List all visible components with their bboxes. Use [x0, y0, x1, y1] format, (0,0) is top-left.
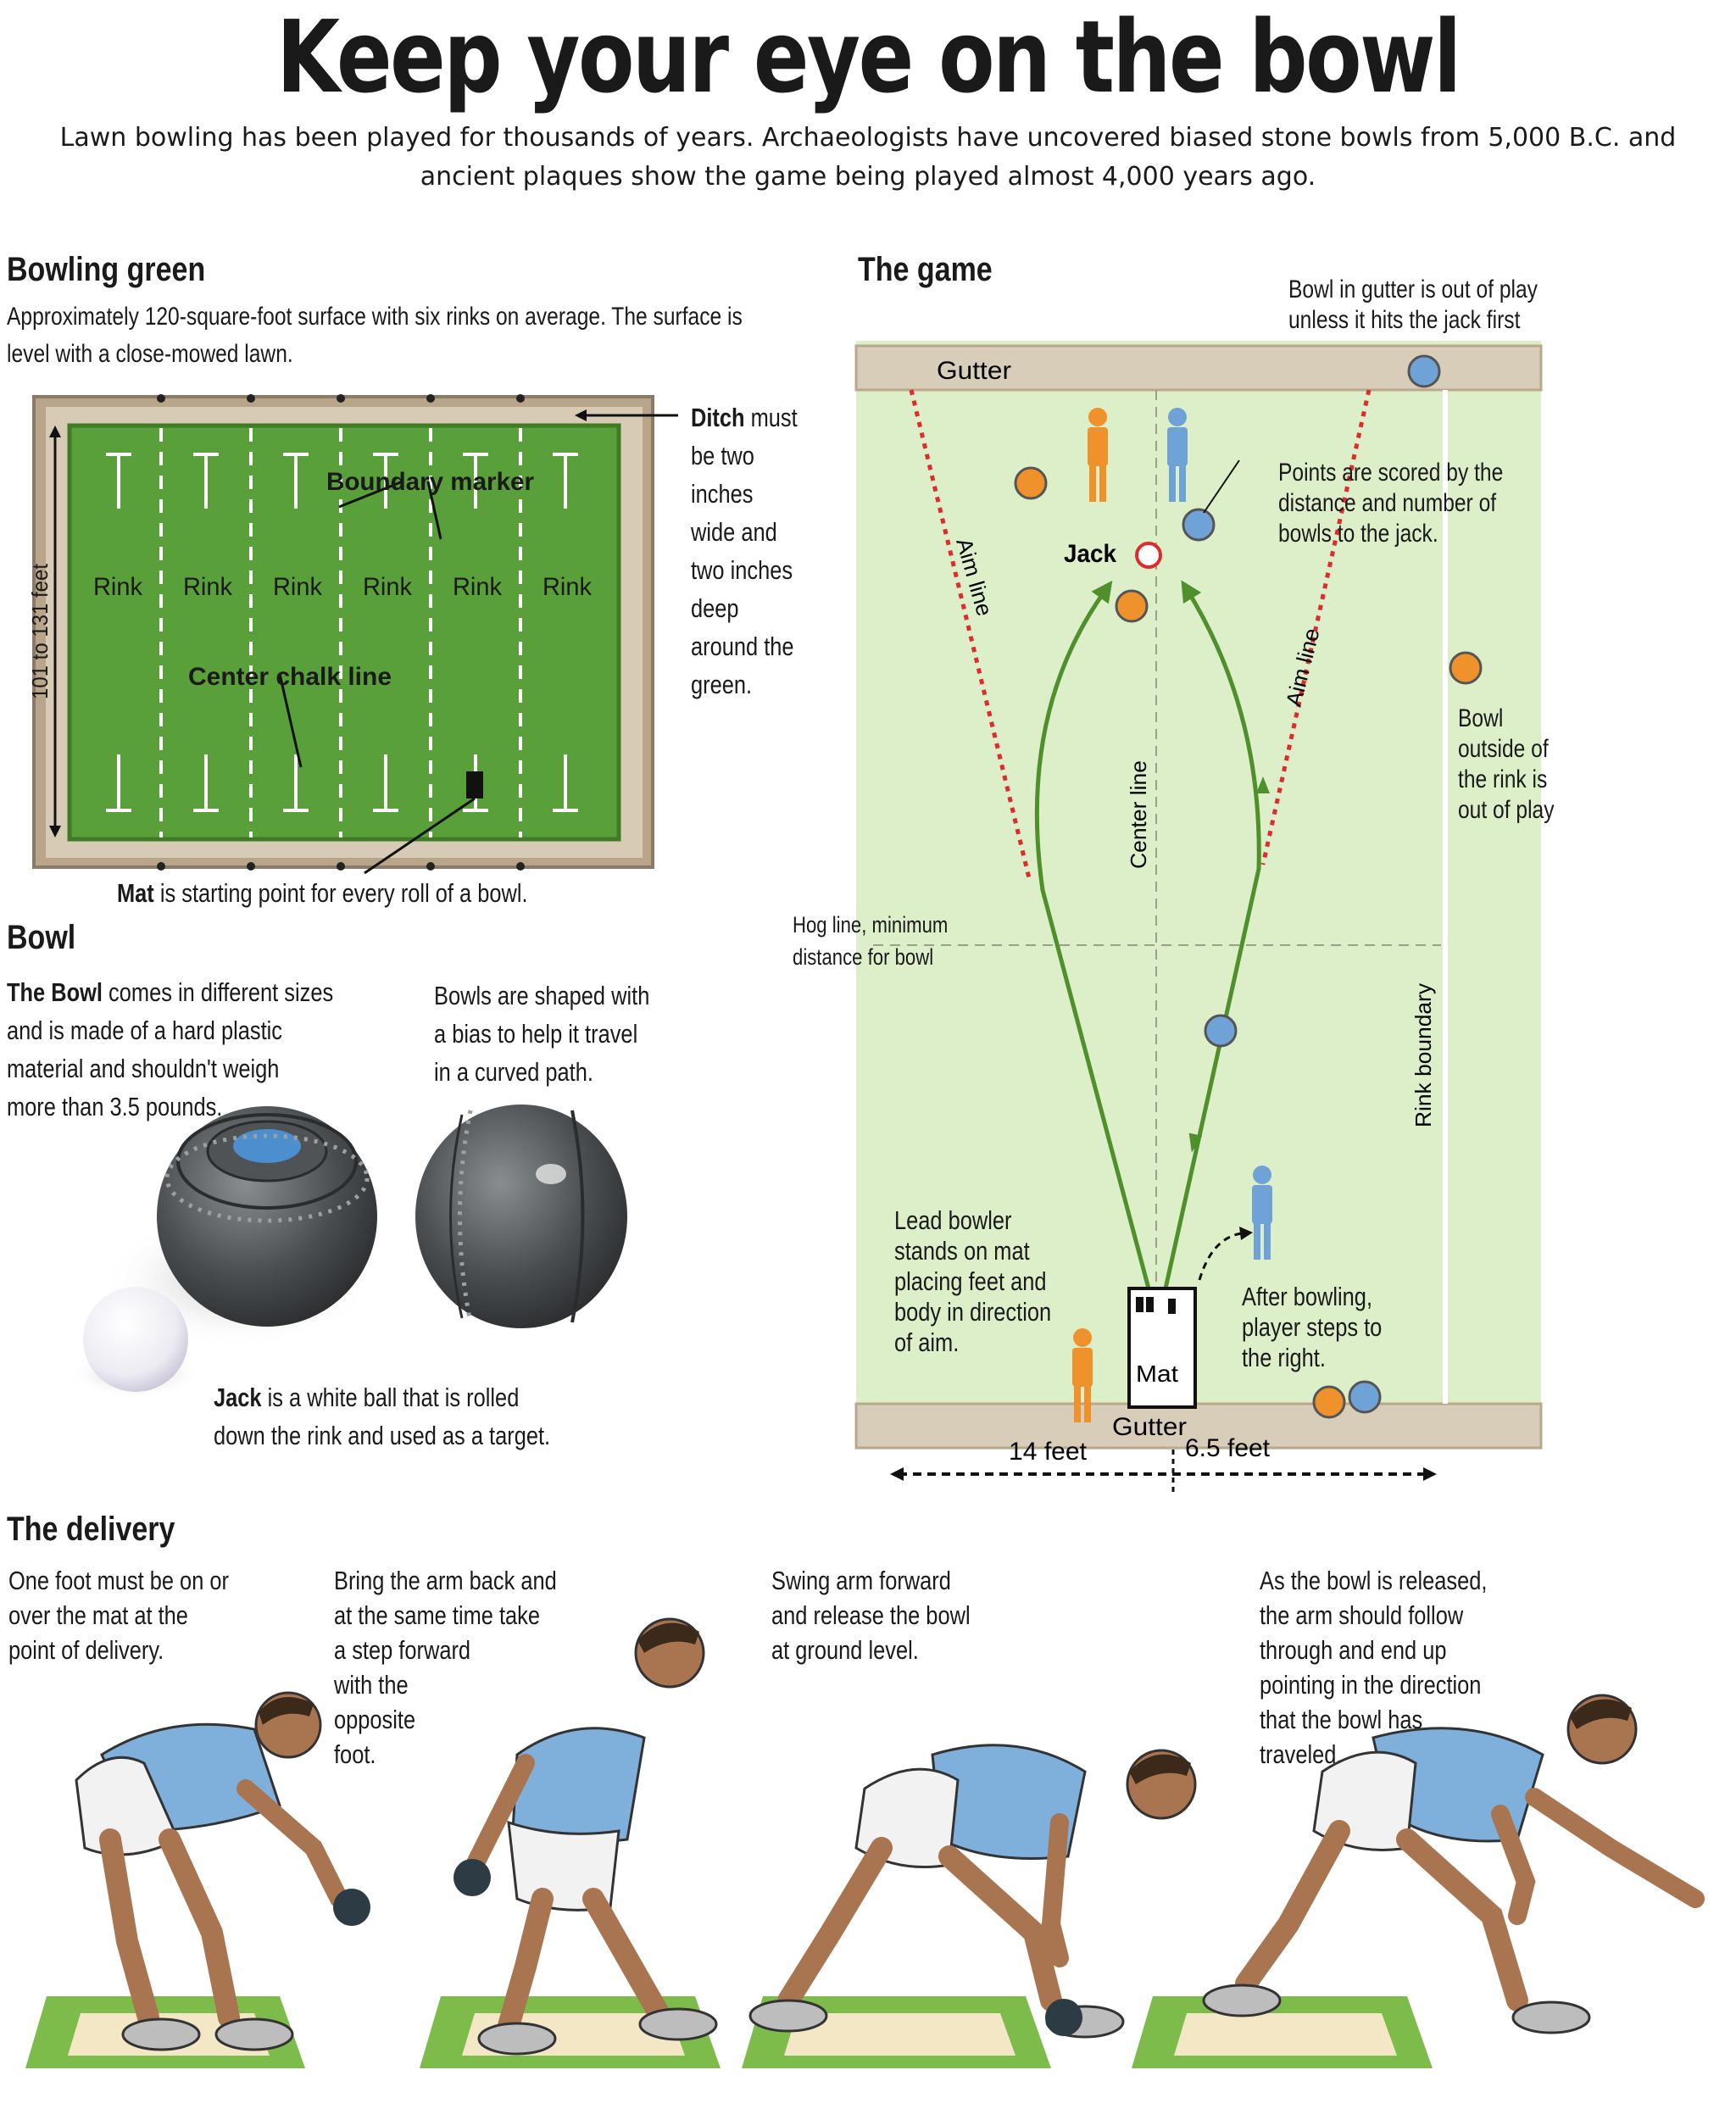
game-bowls	[1014, 354, 1483, 1419]
green-dimension-label: 101 to 131 feet	[27, 563, 53, 699]
bowling-green-diagram: Boundary marker Center chalk line Rink R…	[27, 394, 678, 875]
intro-text: Lawn bowling has been played for thousan…	[59, 123, 1677, 192]
bowl-illustrations	[68, 1105, 627, 1399]
game-diagram: Gutter Gutter Jack Aim line Aim line Cen…	[854, 341, 1543, 1492]
boundary-lines	[159, 428, 522, 837]
mat-caption: Mat is starting point for every roll of …	[117, 878, 528, 908]
player-blue-bottom	[1252, 1166, 1272, 1260]
bowl-side-view	[415, 1105, 627, 1328]
rink-boundary-label: Rink boundary	[1410, 983, 1436, 1127]
bowling-green-heading: Bowling green	[7, 251, 206, 288]
player-orange-bottom	[1072, 1328, 1093, 1422]
boundary-dots	[157, 394, 525, 871]
path-left	[1034, 580, 1151, 1289]
page-title: Keep your eye on the bowl	[276, 0, 1461, 115]
bowler-figure-1	[75, 1691, 370, 2051]
distance-right-label: 6.5 feet	[1185, 1434, 1271, 1462]
gutter-bottom-label: Gutter	[1112, 1413, 1187, 1441]
delivery-illustrations	[25, 1617, 1705, 2068]
mat-marker	[466, 771, 483, 799]
bowl-heading: Bowl	[7, 919, 76, 956]
jack-label: Jack	[1064, 540, 1116, 568]
jack-ball	[83, 1287, 188, 1392]
rink-label-2: Rink	[183, 573, 233, 601]
delivery-step-4-text: As the bowl is released,the arm should f…	[1260, 1566, 1488, 1769]
mat-label: Mat	[1136, 1361, 1178, 1387]
ditch-bold: Ditch	[691, 403, 745, 432]
rink-label-3: Rink	[273, 573, 323, 601]
rink-label-6: Rink	[542, 573, 593, 601]
game-heading: The game	[858, 251, 993, 288]
rink-markers	[106, 453, 578, 812]
center-chalk-line-label: Center chalk line	[188, 663, 392, 691]
bowl-description: The Bowl comes in different sizes and is…	[7, 977, 334, 1121]
center-line-label: Center line	[1126, 760, 1151, 869]
bowling-green-description: Approximately 120-square-foot surface wi…	[7, 303, 743, 368]
bowler-figure-4	[1202, 1694, 1705, 2034]
rink-label-1: Rink	[93, 573, 143, 601]
bowl-bias-note: Bowls are shaped with a bias to help it …	[434, 981, 650, 1087]
bowl-front-view	[157, 1106, 377, 1327]
player-blue-top	[1167, 408, 1188, 502]
rink-label-5: Rink	[453, 573, 503, 601]
ditch-note: Ditch must be two inches wide and two in…	[691, 403, 798, 699]
aim-line-right	[1260, 389, 1372, 865]
player-orange-top	[1088, 408, 1108, 502]
bowler-figure-3	[748, 1744, 1197, 2039]
distance-left-label: 14 feet	[1009, 1438, 1088, 1466]
boundary-marker-label: Boundary marker	[326, 468, 534, 496]
delivery-heading: The delivery	[7, 1511, 175, 1548]
gutter-top-label: Gutter	[937, 357, 1011, 385]
gutter-bottom	[854, 1402, 1543, 1450]
aim-line-left	[909, 389, 1032, 882]
rink-label-4: Rink	[363, 573, 413, 601]
jack-description: Jack is a white ball that is rolled down…	[214, 1383, 551, 1450]
game-jack	[1135, 542, 1162, 569]
path-right	[1163, 580, 1261, 1289]
bowler-figure-2	[453, 1617, 718, 2056]
